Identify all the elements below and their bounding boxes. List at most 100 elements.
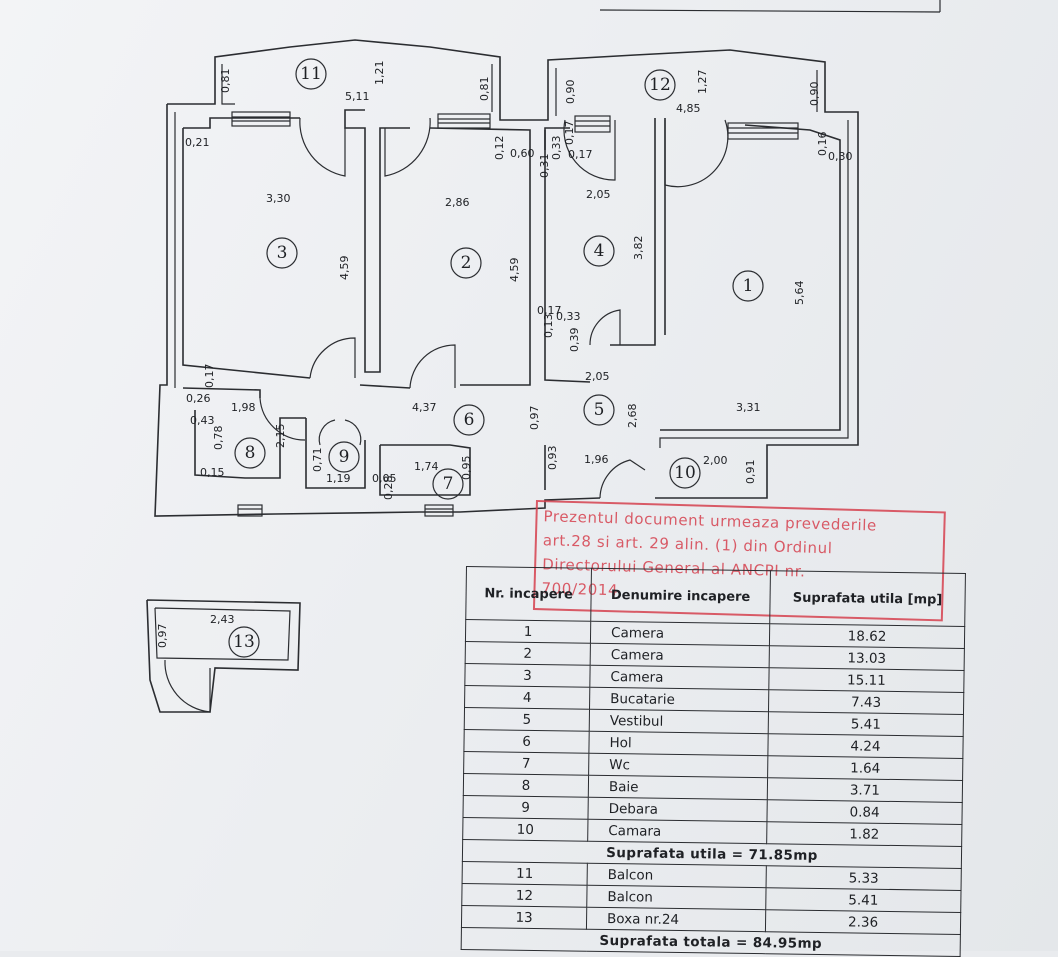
area-cell: 0.84 (766, 799, 963, 825)
header-area: Suprafata utila [mp] (769, 570, 966, 627)
room-name-cell: Camera (590, 621, 770, 646)
dimension-label: 0,17 (563, 121, 576, 146)
room-number-cell: 13 (461, 905, 587, 930)
room-name-cell: Camera (590, 643, 770, 668)
dimension-label: 0,26 (186, 392, 211, 405)
windows (231, 111, 799, 517)
room-number-4: 4 (594, 241, 605, 261)
room-name-cell: Baie (588, 775, 768, 800)
dimension-label: 0,81 (219, 69, 232, 94)
dimension-label: 0,97 (528, 406, 541, 431)
area-cell: 5.33 (766, 865, 962, 891)
dimension-label: 0,39 (568, 328, 581, 353)
room-name-cell: Camara (587, 819, 767, 844)
room-number-cell: 7 (463, 751, 589, 776)
dimension-label: 1,98 (231, 401, 256, 414)
dimension-label: 0,60 (510, 147, 535, 160)
dimension-label: 2,43 (210, 613, 235, 626)
dimension-label: 0,91 (744, 460, 757, 485)
room-name-cell: Hol (588, 731, 769, 756)
room-marker-5 (583, 394, 615, 426)
table-header-row: Nr. incapere Denumire incapere Suprafata… (465, 566, 966, 627)
room-name-cell: Vestibul (589, 709, 769, 734)
room-marker-6 (453, 404, 485, 436)
area-cell: 18.62 (769, 623, 965, 649)
area-cell: 5.41 (765, 887, 962, 913)
room-marker-11 (295, 58, 327, 90)
dimension-labels: 0,81 1,21 5,11 0,81 0,90 1,27 4,85 0,90 … (156, 61, 853, 649)
room-number-cell: 1 (465, 619, 591, 644)
room-name-cell: Boxa nr.24 (586, 907, 766, 932)
room-marker-10 (669, 457, 701, 489)
room-name-cell: Bucatarie (589, 687, 769, 712)
room-marker-2 (450, 247, 482, 279)
header-room-name: Denumire incapere (590, 568, 771, 624)
dimension-label: 0,31 (538, 154, 551, 179)
room-number-cell: 12 (461, 883, 588, 908)
dimension-label: 0,93 (546, 446, 559, 471)
dimension-label: 0,97 (156, 624, 169, 649)
dimension-label: 0,12 (493, 136, 506, 161)
area-cell: 13.03 (769, 645, 965, 671)
area-cell: 15.11 (768, 667, 965, 693)
room-circles: 11 12 3 2 4 1 5 6 8 9 7 10 13 (228, 58, 764, 658)
dimension-label: 3,30 (266, 192, 291, 205)
dimension-label: 0,71 (311, 448, 324, 473)
area-cell: 1.64 (767, 755, 963, 781)
area-cell: 1.82 (766, 821, 962, 847)
area-cell: 2.36 (765, 909, 961, 935)
room-number-10: 10 (674, 463, 696, 483)
dimension-label: 0,15 (200, 466, 225, 479)
storage-box (146, 599, 301, 713)
dimension-label: 0,33 (556, 310, 581, 323)
room-number-6: 6 (464, 410, 475, 430)
room-name-cell: Balcon (586, 885, 767, 910)
dimension-label: 2,05 (586, 188, 611, 201)
dimension-label: 0,81 (478, 77, 491, 102)
dimension-label: 0,17 (568, 148, 593, 161)
dimension-label: 0,05 (372, 472, 397, 485)
room-number-cell: 9 (462, 795, 589, 820)
room-number-1: 1 (743, 276, 754, 296)
area-cell: 3.71 (767, 777, 963, 803)
room-marker-1 (732, 270, 764, 302)
room-number-11: 11 (300, 64, 322, 84)
room-name-cell: Camera (589, 665, 770, 690)
dimension-label: 3,82 (632, 236, 645, 261)
outer-walls (154, 39, 859, 517)
dimension-label: 1,27 (696, 70, 709, 95)
dimension-label: 4,59 (338, 256, 351, 281)
area-table: Nr. incapere Denumire incapere Suprafata… (461, 566, 966, 957)
dimension-label: 3,31 (736, 401, 761, 414)
room-number-7: 7 (443, 474, 454, 494)
room-marker-7 (432, 468, 464, 500)
dimension-label: 2,15 (274, 424, 287, 449)
room-number-12: 12 (649, 75, 671, 95)
room-number-cell: 6 (463, 729, 590, 754)
room-marker-12 (644, 69, 676, 101)
area-cell: 5.41 (768, 711, 964, 737)
dimension-label: 5,64 (793, 281, 806, 306)
dimension-label: 2,68 (626, 404, 639, 429)
room-number-cell: 8 (463, 773, 589, 798)
dimension-label: 4,59 (508, 258, 521, 283)
room-name-cell: Balcon (587, 863, 767, 888)
dimension-label: 0,21 (185, 136, 210, 149)
dimension-label: 0,13 (542, 314, 555, 339)
dimension-label: 0,16 (816, 132, 829, 157)
dimension-label: 1,21 (373, 61, 386, 86)
dimension-label: 2,05 (585, 370, 610, 383)
room-marker-13 (228, 626, 260, 658)
dimension-label: 2,86 (445, 196, 470, 209)
area-cell: 4.24 (767, 733, 964, 759)
room-number-cell: 5 (464, 707, 590, 732)
room-number-cell: 3 (464, 663, 591, 688)
dimension-label: 0,90 (564, 80, 577, 105)
dimension-label: 4,85 (676, 102, 701, 115)
area-cell: 7.43 (768, 689, 964, 715)
dimension-label: 5,11 (345, 90, 370, 103)
